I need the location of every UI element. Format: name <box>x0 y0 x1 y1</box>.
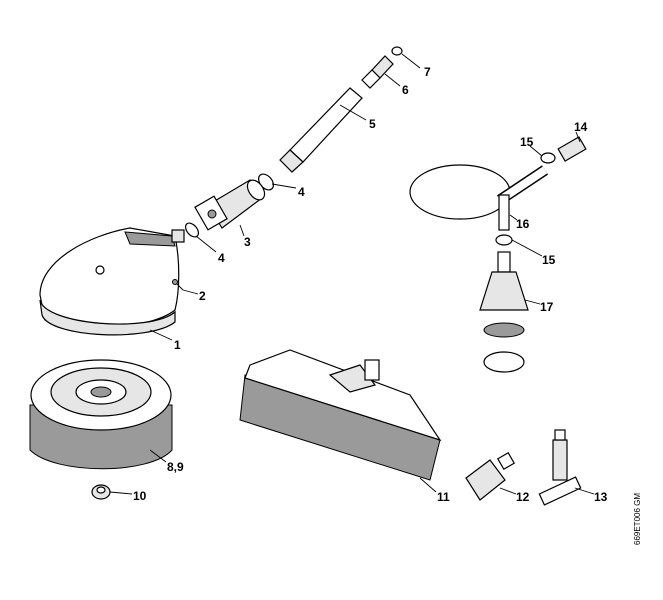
callout-4: 4 <box>218 251 225 265</box>
part-4-o-ring <box>184 222 200 238</box>
callout-15: 15 <box>520 135 534 149</box>
part-17-detergent-injector <box>479 251 529 373</box>
callout-6: 6 <box>402 83 409 97</box>
part-11-washing-brush <box>239 349 442 481</box>
part-16-hose-coil <box>406 149 549 231</box>
callout-7: 7 <box>424 65 431 79</box>
callout-13: 13 <box>594 490 608 504</box>
callout-14: 14 <box>574 120 588 134</box>
part-14-fitting <box>557 136 587 162</box>
part-12-nozzle <box>465 451 516 501</box>
part-5-tube <box>279 87 363 173</box>
callout-5: 5 <box>369 117 376 131</box>
part-15-hose-clamp <box>540 152 556 164</box>
part-7-o-ring <box>391 46 403 56</box>
callout-15: 15 <box>542 253 556 267</box>
part-10-nut <box>91 484 111 500</box>
callout-2: 2 <box>199 289 206 303</box>
callout-12: 12 <box>516 490 530 504</box>
part-13-angle-nozzle <box>538 429 582 506</box>
callout-16: 16 <box>516 217 530 231</box>
callout-11: 11 <box>437 490 450 504</box>
part-3-swivel-joint <box>194 179 266 231</box>
part-1-brush-housing <box>39 227 185 336</box>
drawing-code: 669ET006 GM <box>633 493 642 545</box>
part-8-9-round-brush <box>29 359 173 470</box>
part-15-hose-clamp <box>495 234 513 246</box>
leader-lines <box>109 53 595 495</box>
part-6-nipple <box>361 55 394 89</box>
callout-4: 4 <box>298 185 305 199</box>
callout-1: 1 <box>174 338 181 352</box>
callout-3: 3 <box>244 235 251 249</box>
callout-8-9: 8,9 <box>167 460 184 474</box>
callout-17: 17 <box>540 300 554 314</box>
callout-10: 10 <box>133 489 147 503</box>
part-2-screw <box>172 279 184 291</box>
